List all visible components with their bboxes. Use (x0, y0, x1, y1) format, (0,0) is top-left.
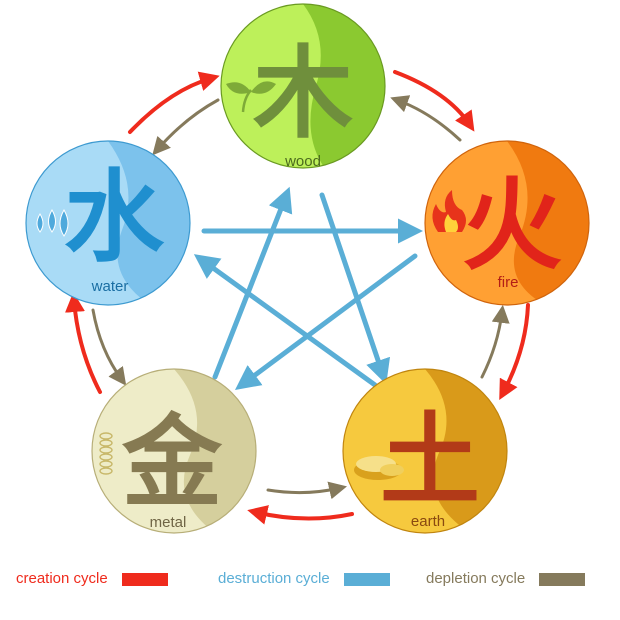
wood-element: 木 wood (220, 3, 386, 170)
legend-destruction-label: destruction cycle (218, 570, 330, 587)
destruction-arrow-fire-metal (234, 253, 418, 390)
earth-character: 土 (380, 401, 480, 519)
destruction-arrow-metal-wood (212, 186, 293, 380)
legend-destruction: destruction cycle (218, 570, 390, 587)
depletion-arrow-earth-fire (480, 304, 510, 379)
depletion-arrow-metal-earth (266, 481, 348, 500)
water-character: 水 (64, 158, 165, 276)
water-circle-shade (108, 141, 190, 305)
water-label: water (91, 278, 129, 295)
legend-depletion-label: depletion cycle (426, 570, 526, 587)
fire-label: fire (498, 274, 519, 291)
creation-arrow-metal-water (64, 292, 102, 394)
metal-character: 金 (121, 403, 223, 521)
creation-arrow-water-wood (128, 71, 220, 134)
creation-arrow-wood-fire (393, 70, 475, 132)
earth-element: 土 earth (342, 368, 508, 534)
creation-arrow-earth-metal (247, 505, 354, 525)
sprout-icon (226, 81, 276, 113)
fire-circle-shade (507, 141, 589, 305)
droplets-icon (36, 208, 69, 237)
fire-character: 火 (462, 166, 562, 284)
rock-icon (354, 456, 404, 480)
metal-element: 金 metal (91, 368, 257, 534)
creation-arrows (64, 70, 530, 525)
depletion-arrow-water-metal (91, 308, 127, 386)
destruction-arrow-earth-water (193, 254, 378, 388)
water-element: 水 water (25, 140, 191, 306)
flame-icon (432, 190, 466, 232)
legend-creation-swatch (121, 572, 168, 586)
fire-element: 火 fire (424, 140, 590, 306)
wood-label: wood (284, 153, 321, 170)
destruction-arrow-wood-earth (319, 192, 391, 385)
legend-depletion-swatch (539, 572, 586, 586)
coins-icon (99, 432, 113, 475)
depletion-arrow-fire-wood (390, 95, 462, 142)
metal-label: metal (150, 514, 187, 531)
legend-destruction-swatch (343, 572, 390, 586)
legend-creation-label: creation cycle (16, 570, 108, 587)
legend-depletion: depletion cycle (426, 570, 586, 587)
depletion-arrows (91, 95, 510, 500)
depletion-arrow-wood-water (152, 98, 220, 156)
wood-character: 木 (253, 34, 353, 152)
legend-creation: creation cycle (16, 570, 168, 587)
earth-label: earth (411, 513, 445, 530)
creation-arrow-fire-earth (499, 303, 530, 401)
destruction-arrows (193, 186, 423, 390)
